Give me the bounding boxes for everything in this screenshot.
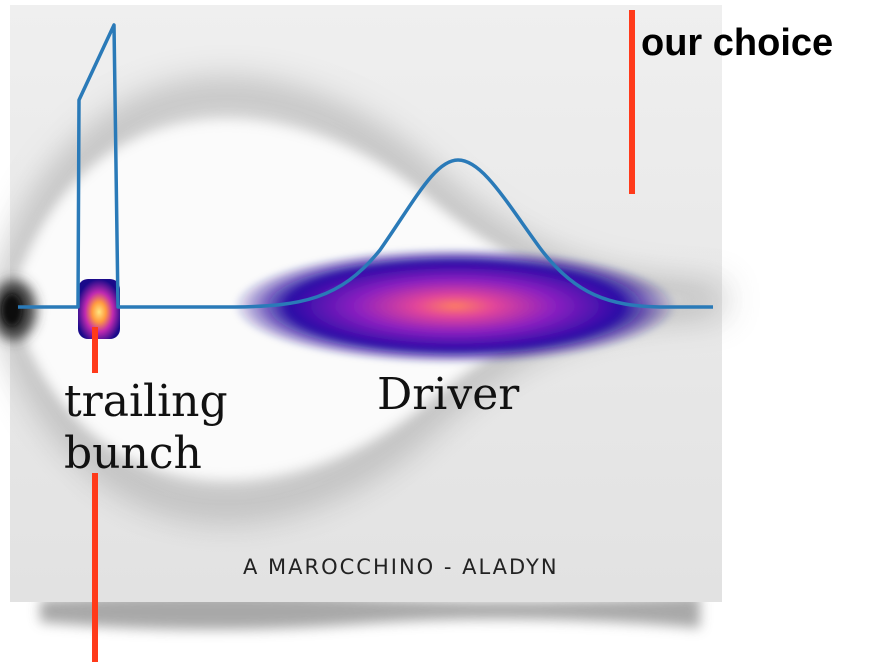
our-choice-label: our choice (641, 22, 834, 64)
credit-label: A MAROCCHINO - ALADYN (243, 555, 559, 579)
driver-label: Driver (377, 369, 520, 420)
trailing-bunch-label-line2: bunch (64, 428, 202, 479)
left-dark-spot-core (2, 294, 22, 326)
trailing-bunch-label: trailing bunch (64, 376, 228, 480)
panel-shadow (40, 594, 700, 630)
trailing-bunch-label-line1: trailing (64, 376, 228, 427)
trailing-bunch (78, 279, 120, 339)
driver-bunch (233, 248, 677, 364)
bunch-profile-line (18, 23, 713, 309)
